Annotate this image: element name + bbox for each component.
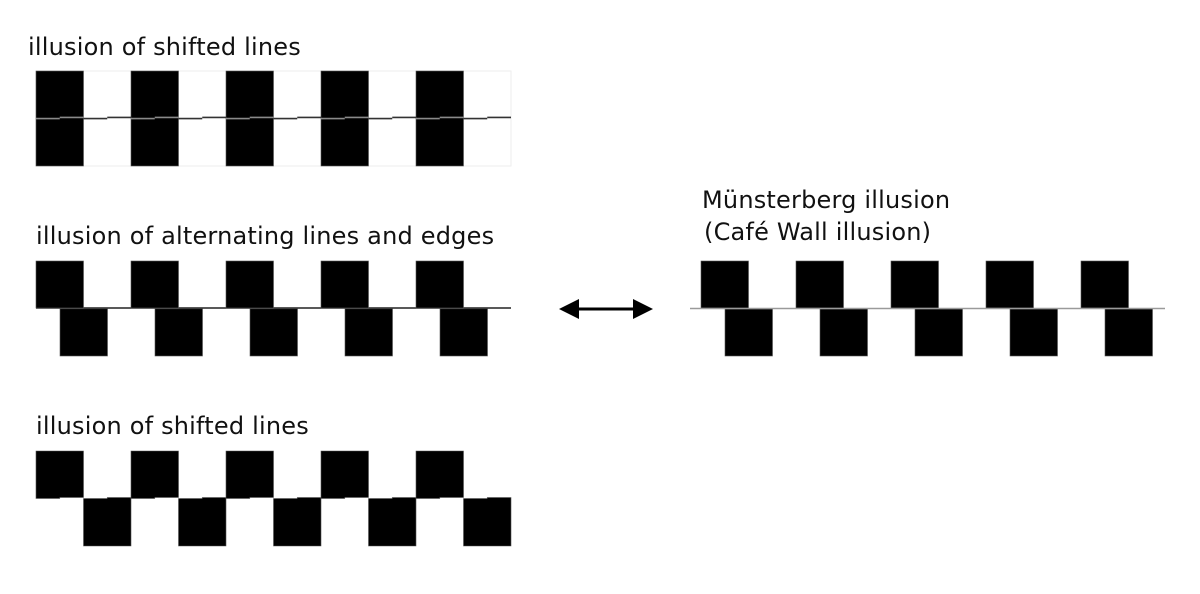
tile-top-row <box>795 260 844 309</box>
tile-top-row <box>35 260 84 309</box>
tile-top-row <box>225 260 274 309</box>
panel-alternating-lines-edges <box>35 260 511 357</box>
tile-top-row <box>130 450 179 499</box>
tile-top-row <box>415 450 464 499</box>
panel-2-title: illusion of alternating lines and edges <box>36 222 495 250</box>
tile-top-row <box>890 260 939 309</box>
tile-bottom-row <box>724 308 773 357</box>
tile-top-row <box>35 450 84 499</box>
tile-top-row <box>1080 260 1129 309</box>
tile-top-row <box>225 450 274 499</box>
tile-top-row <box>985 260 1034 309</box>
tile-bottom-row <box>154 308 203 357</box>
tile-top-row <box>700 260 749 309</box>
tile-bottom-row <box>1104 308 1153 357</box>
cafe-wall-title-block: Münsterberg illusion (Café Wall illusion… <box>702 184 950 248</box>
tile-bottom-row <box>368 497 417 547</box>
arrow-head-left <box>559 299 579 319</box>
tile-bottom-row <box>273 497 322 547</box>
tile-bottom-row <box>463 497 512 547</box>
panel-shifted-lines-bottom <box>35 450 512 547</box>
tile-bottom-row <box>1009 308 1058 357</box>
panel-shifted-lines-top <box>35 70 512 167</box>
tile-bottom-row <box>59 308 108 357</box>
tile-bottom-row <box>914 308 963 357</box>
cafe-wall-title: Münsterberg illusion <box>702 186 951 214</box>
tile-top-row <box>415 260 464 309</box>
panel-1-title: illusion of shifted lines <box>28 33 301 61</box>
tile-top-row <box>320 260 369 309</box>
cafe-wall-subtitle: (Café Wall illusion) <box>704 218 932 246</box>
double-headed-arrow-icon <box>559 299 653 319</box>
tile-top-row <box>130 260 179 309</box>
arrow-head-right <box>633 299 653 319</box>
tile-bottom-row <box>439 308 488 357</box>
tile-bottom-row <box>83 497 132 547</box>
tile-bottom-row <box>249 308 298 357</box>
tile-top-row <box>320 450 369 499</box>
tile-bottom-row <box>819 308 868 357</box>
panel-3-title: illusion of shifted lines <box>36 412 309 440</box>
tile-bottom-row <box>178 497 227 547</box>
panel-cafe-wall <box>690 260 1165 357</box>
tile-bottom-row <box>344 308 393 357</box>
